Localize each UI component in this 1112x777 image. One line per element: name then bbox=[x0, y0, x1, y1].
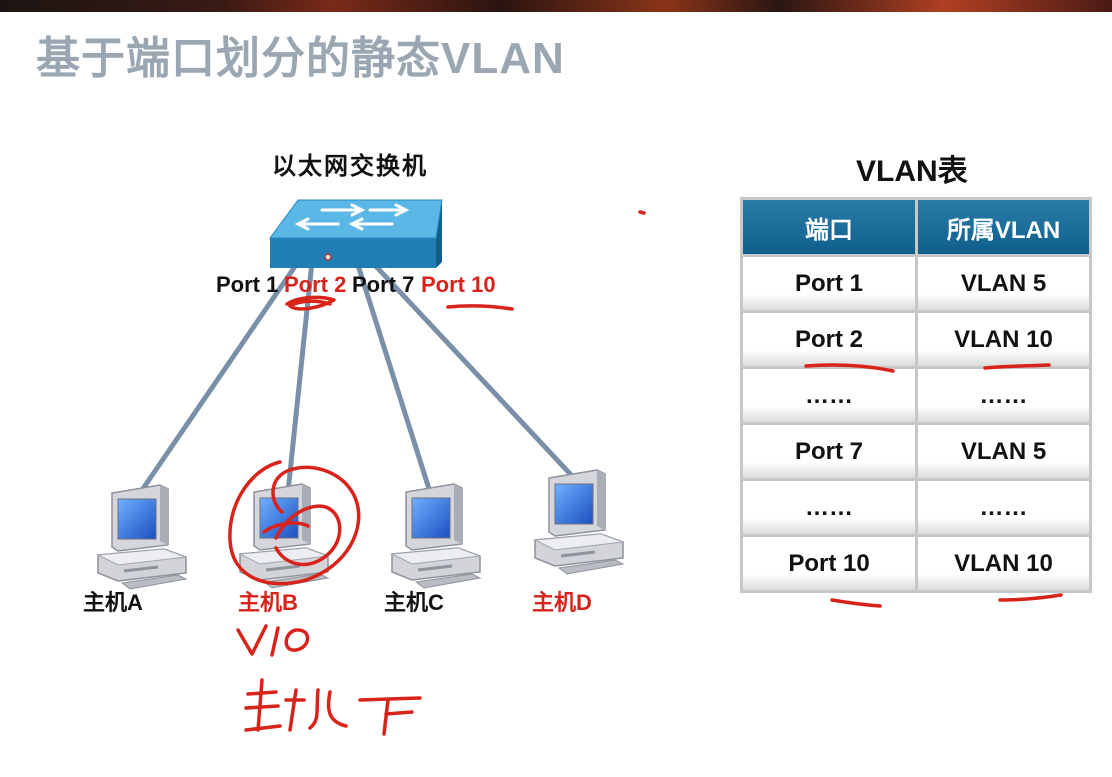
host-d-computer-icon bbox=[533, 468, 625, 576]
port-label-2: Port 2 bbox=[284, 272, 347, 297]
link-port-10 bbox=[369, 259, 577, 481]
host-label-d: 主机D bbox=[532, 590, 592, 615]
table-cell-port: Port 7 bbox=[743, 425, 915, 478]
port-label-7: Port 7 bbox=[352, 272, 415, 297]
table-row: …… …… bbox=[743, 481, 1089, 534]
table-cell-port: …… bbox=[743, 369, 915, 422]
vlan-table-title: VLAN表 bbox=[856, 155, 968, 188]
link-port-7 bbox=[354, 259, 433, 495]
port-label-1: Port 1 bbox=[216, 272, 279, 297]
table-row: Port 1 VLAN 5 bbox=[743, 257, 1089, 310]
table-cell-vlan: …… bbox=[918, 481, 1089, 534]
vlan-table: 端口 所属VLAN Port 1 VLAN 5 Port 2 VLAN 10 …… bbox=[740, 197, 1092, 593]
host-c-computer-icon bbox=[390, 482, 482, 590]
table-cell-port: Port 10 bbox=[743, 537, 915, 590]
vlan-table-header-vlan: 所属VLAN bbox=[918, 200, 1089, 254]
table-cell-port: Port 2 bbox=[743, 313, 915, 366]
vlan-table-header-row: 端口 所属VLAN bbox=[743, 200, 1089, 254]
table-cell-port: Port 1 bbox=[743, 257, 915, 310]
switch-label: 以太网交换机 bbox=[272, 152, 428, 180]
top-banner bbox=[0, 0, 1112, 12]
table-row: Port 2 VLAN 10 bbox=[743, 313, 1089, 366]
port-label-10: Port 10 bbox=[421, 272, 496, 297]
table-cell-vlan: VLAN 10 bbox=[918, 313, 1089, 366]
table-cell-vlan: VLAN 5 bbox=[918, 257, 1089, 310]
host-a-computer-icon bbox=[96, 483, 188, 591]
table-row: …… …… bbox=[743, 369, 1089, 422]
slide-title: 基于端口划分的静态VLAN bbox=[36, 34, 565, 83]
table-row: Port 7 VLAN 5 bbox=[743, 425, 1089, 478]
host-b-computer-icon bbox=[238, 482, 330, 590]
table-cell-vlan: …… bbox=[918, 369, 1089, 422]
table-cell-port: …… bbox=[743, 481, 915, 534]
link-port-1 bbox=[137, 259, 301, 496]
table-cell-vlan: VLAN 10 bbox=[918, 537, 1089, 590]
table-cell-vlan: VLAN 5 bbox=[918, 425, 1089, 478]
vlan-table-header-port: 端口 bbox=[743, 200, 915, 254]
host-label-c: 主机C bbox=[384, 590, 444, 615]
host-label-b: 主机B bbox=[238, 590, 298, 615]
table-row: Port 10 VLAN 10 bbox=[743, 537, 1089, 590]
ethernet-switch-icon bbox=[269, 199, 443, 268]
host-label-a: 主机A bbox=[83, 590, 143, 615]
